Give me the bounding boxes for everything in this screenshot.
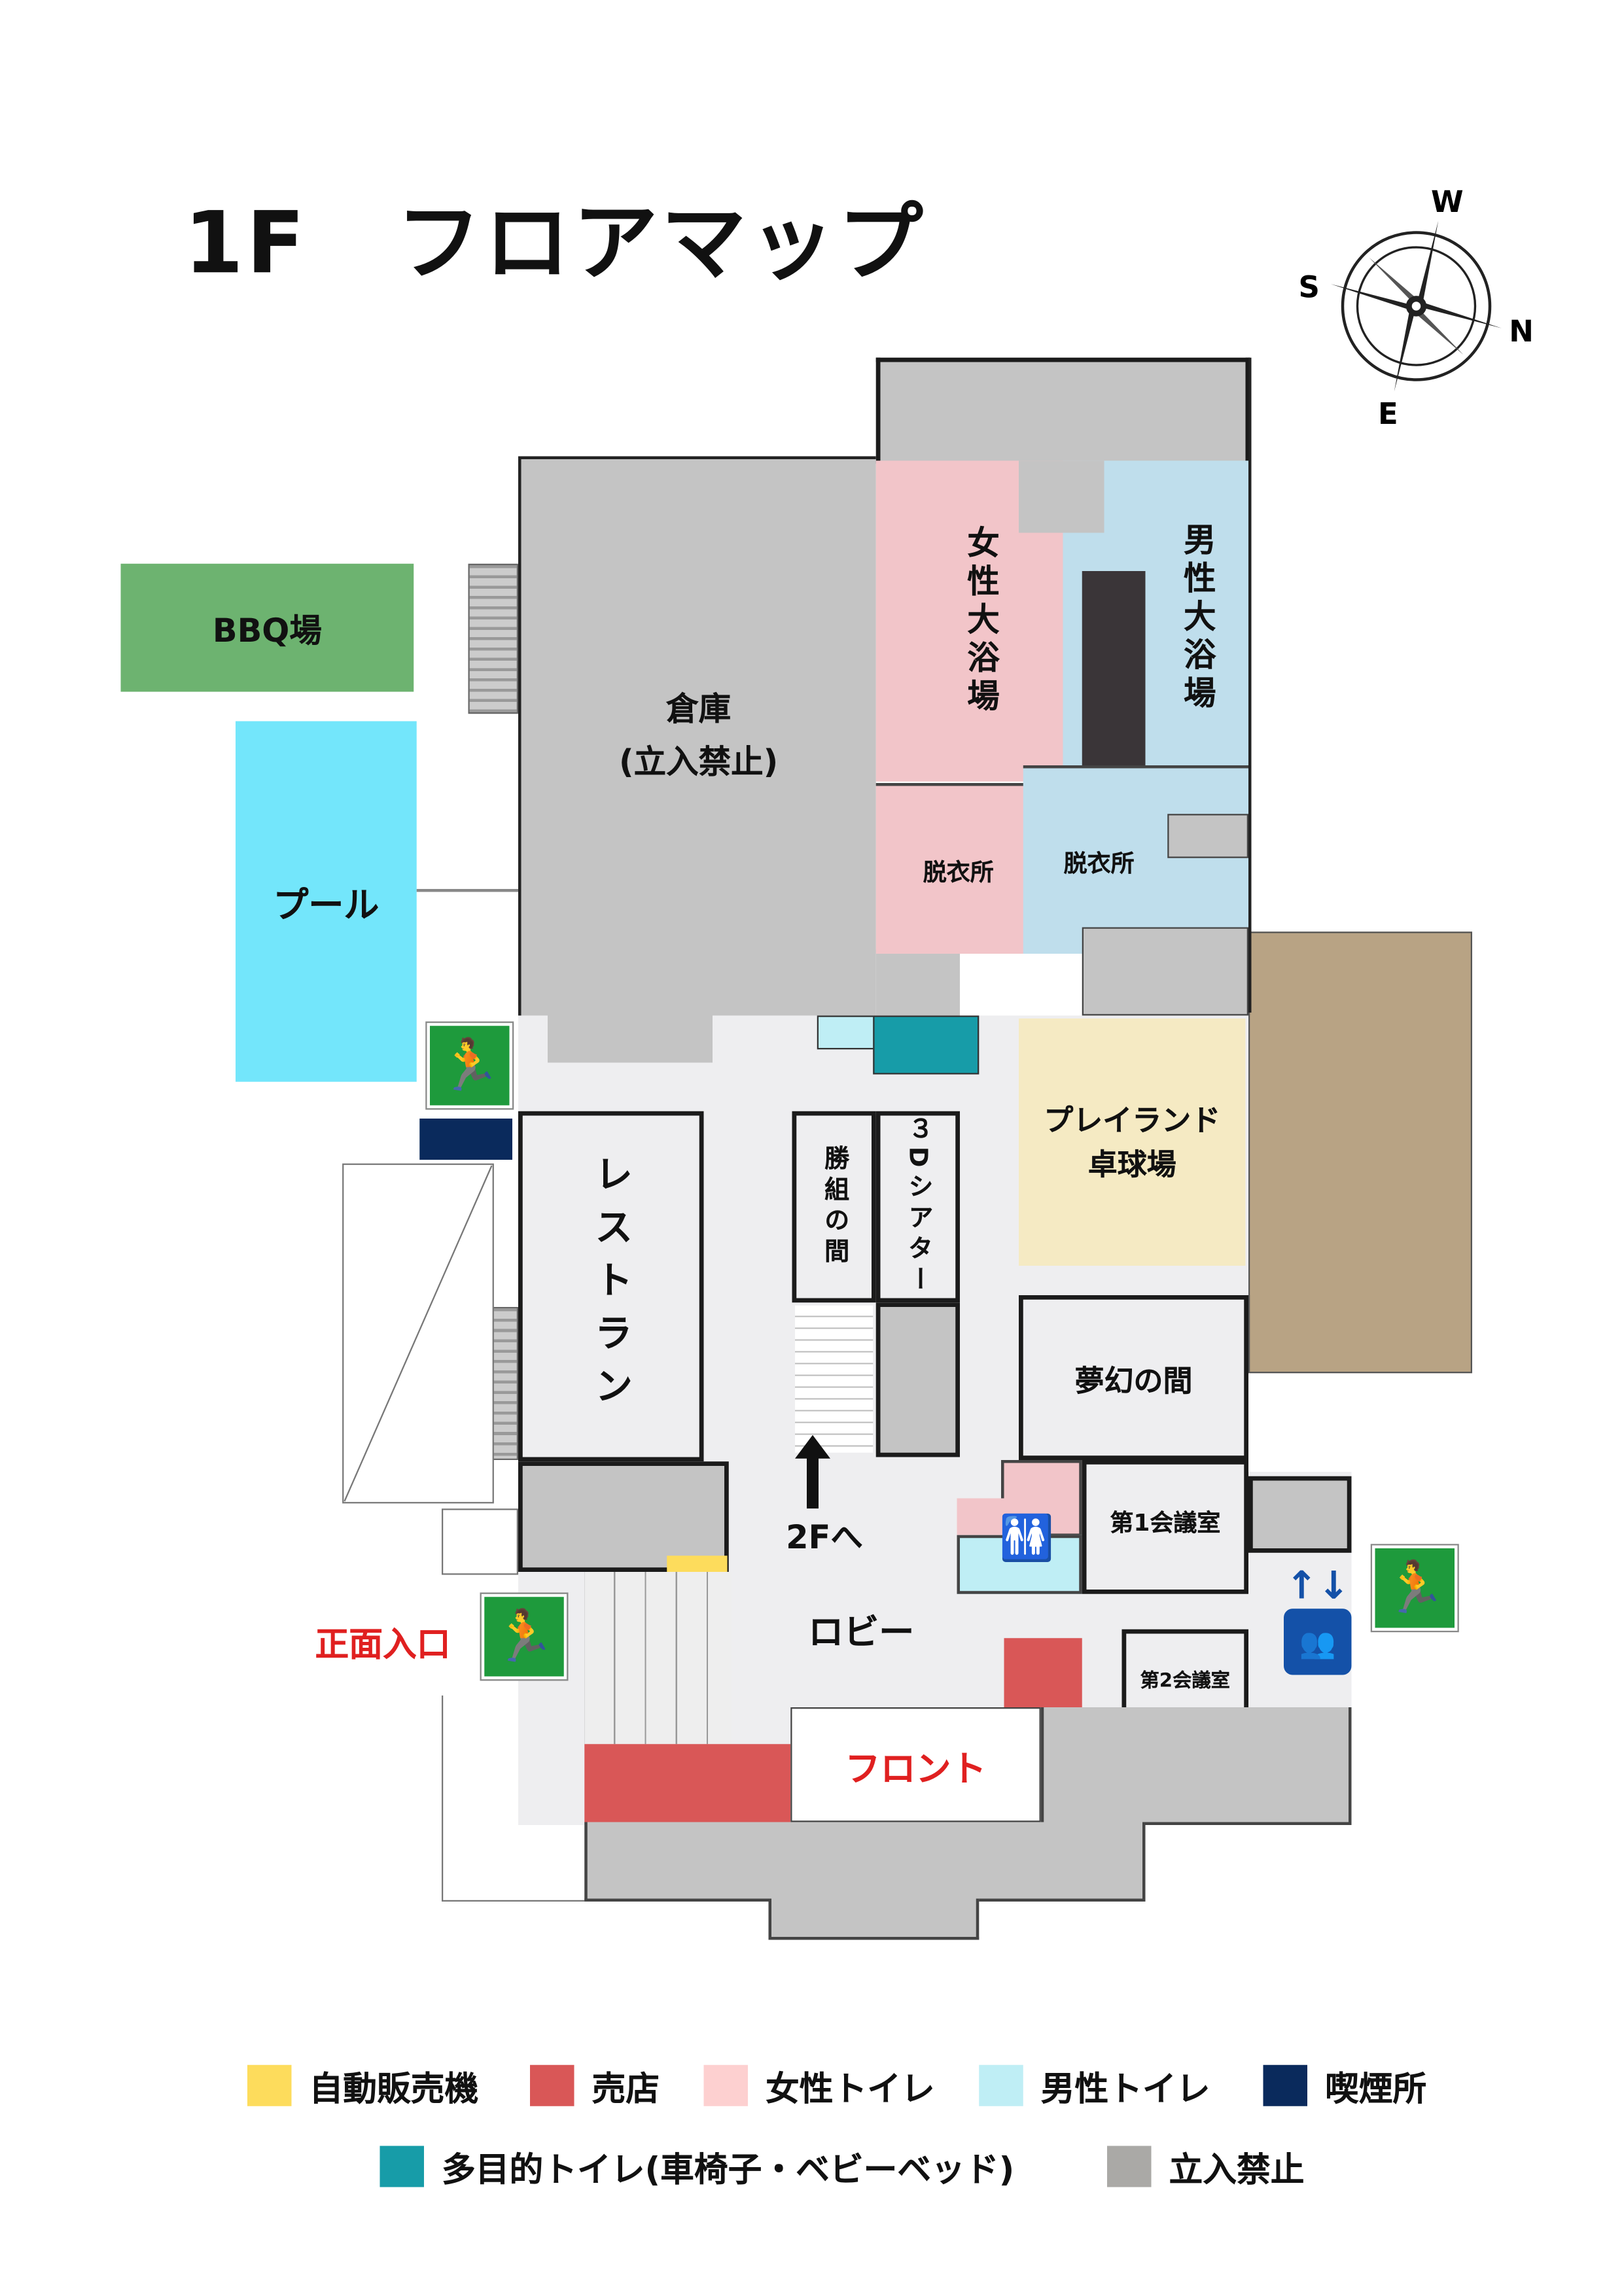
womens-toilet: [957, 1498, 1009, 1537]
outdoor-stairs: [468, 563, 518, 714]
legend-item: 立入禁止: [1107, 2142, 1305, 2192]
bath-divider: [1082, 571, 1146, 765]
legend-swatch: [979, 2064, 1023, 2106]
womens-changing-room: 脱衣所: [875, 783, 1041, 954]
front-desk: フロント: [790, 1707, 1041, 1822]
legend-swatch: [1107, 2146, 1152, 2187]
multipurpose-toilet: [873, 1015, 980, 1075]
shop: [584, 1744, 791, 1822]
legend-swatch: [530, 2064, 574, 2106]
restricted-area: [875, 357, 1250, 464]
meeting-room-1: 第1会議室: [1082, 1460, 1248, 1594]
restaurant: レストラン: [518, 1111, 704, 1462]
restricted-area: [1040, 1707, 1352, 1825]
restroom-icon: 🚻: [999, 1512, 1055, 1564]
legend-label: 自動販売機: [309, 2070, 479, 2110]
legend-swatch: [380, 2146, 424, 2187]
legend-item: 多目的トイレ(車椅子・ベビーベッド): [380, 2142, 1015, 2192]
shop: [1004, 1638, 1082, 1707]
compass-w: W: [1431, 184, 1464, 219]
exit-sign-icon: 🏃: [480, 1592, 569, 1681]
wall: [1248, 357, 1252, 1013]
compass-icon: W S N E: [1299, 184, 1534, 427]
exit-sign-icon: 🏃: [1370, 1544, 1459, 1633]
stairs-to-2f-label: 2Fへ: [786, 1520, 863, 1557]
legend-item: 女性トイレ: [703, 2061, 935, 2111]
legend-label: 男性トイレ: [1040, 2070, 1210, 2110]
main-entrance-label: 正面入口: [315, 1626, 451, 1665]
restricted-area: [1019, 461, 1104, 533]
legend-swatch: [247, 2064, 292, 2106]
mens-changing-room: 脱衣所: [1023, 765, 1248, 954]
mens-toilet: [957, 1535, 1082, 1594]
legend-label: 売店: [591, 2070, 660, 2110]
legend-swatch: [1263, 2064, 1307, 2106]
restricted-area: [1082, 927, 1248, 1016]
legend-item: 男性トイレ: [979, 2061, 1210, 2111]
legend-label: 女性トイレ: [766, 2070, 935, 2110]
exit-sign-icon: 🏃: [425, 1021, 514, 1110]
3d-theater: ３Dシアター: [875, 1111, 960, 1303]
kachigumi-room: 勝組の間: [792, 1111, 876, 1303]
restricted-area: [875, 1302, 960, 1457]
legend-item: 自動販売機: [247, 2061, 478, 2111]
outbuilding: [342, 1163, 494, 1504]
smoking-area: [419, 1119, 512, 1160]
compass-s: S: [1299, 270, 1320, 305]
mens-toilet: [817, 1015, 876, 1050]
entrance-steps: [584, 1572, 732, 1745]
outline-path: [442, 1696, 585, 1902]
compass-n: N: [1509, 314, 1534, 349]
restricted-area: [1248, 1476, 1352, 1553]
playland-table-tennis: プレイランド 卓球場: [1019, 1018, 1246, 1266]
up-arrow-icon: [795, 1435, 830, 1509]
legend-label: 多目的トイレ(車椅子・ベビーベッド): [442, 2151, 1015, 2191]
mugen-room: 夢幻の間: [1019, 1295, 1248, 1460]
restricted-area: [584, 1822, 1146, 1902]
legend-label: 喫煙所: [1325, 2070, 1427, 2110]
restricted-area: [875, 949, 960, 1016]
elevator-arrows-icon: ↑↓: [1285, 1564, 1350, 1609]
restricted-area: [768, 1898, 980, 1940]
legend-label: 立入禁止: [1169, 2151, 1305, 2191]
outline-box: [442, 1508, 518, 1575]
path-line: [416, 889, 520, 892]
terrace: [1248, 931, 1472, 1374]
staircase[interactable]: [795, 1305, 874, 1453]
elevator-icon[interactable]: 👥: [1284, 1609, 1352, 1675]
mens-bath: 男性大浴場: [1178, 522, 1215, 714]
restricted-area: [548, 1015, 713, 1063]
bbq-area: BBQ場: [120, 563, 414, 692]
compass-e: E: [1378, 396, 1398, 427]
legend-item: 喫煙所: [1263, 2061, 1427, 2111]
legend-swatch: [703, 2064, 748, 2106]
lobby-label: ロビー: [808, 1610, 915, 1652]
restricted-area: [1167, 814, 1248, 858]
legend-item: 売店: [530, 2061, 660, 2111]
restricted-area: [518, 1461, 729, 1572]
pool: プール: [236, 721, 417, 1082]
warehouse: 倉庫 (立入禁止): [518, 456, 876, 1016]
page-title: 1F フロアマップ: [184, 192, 927, 293]
